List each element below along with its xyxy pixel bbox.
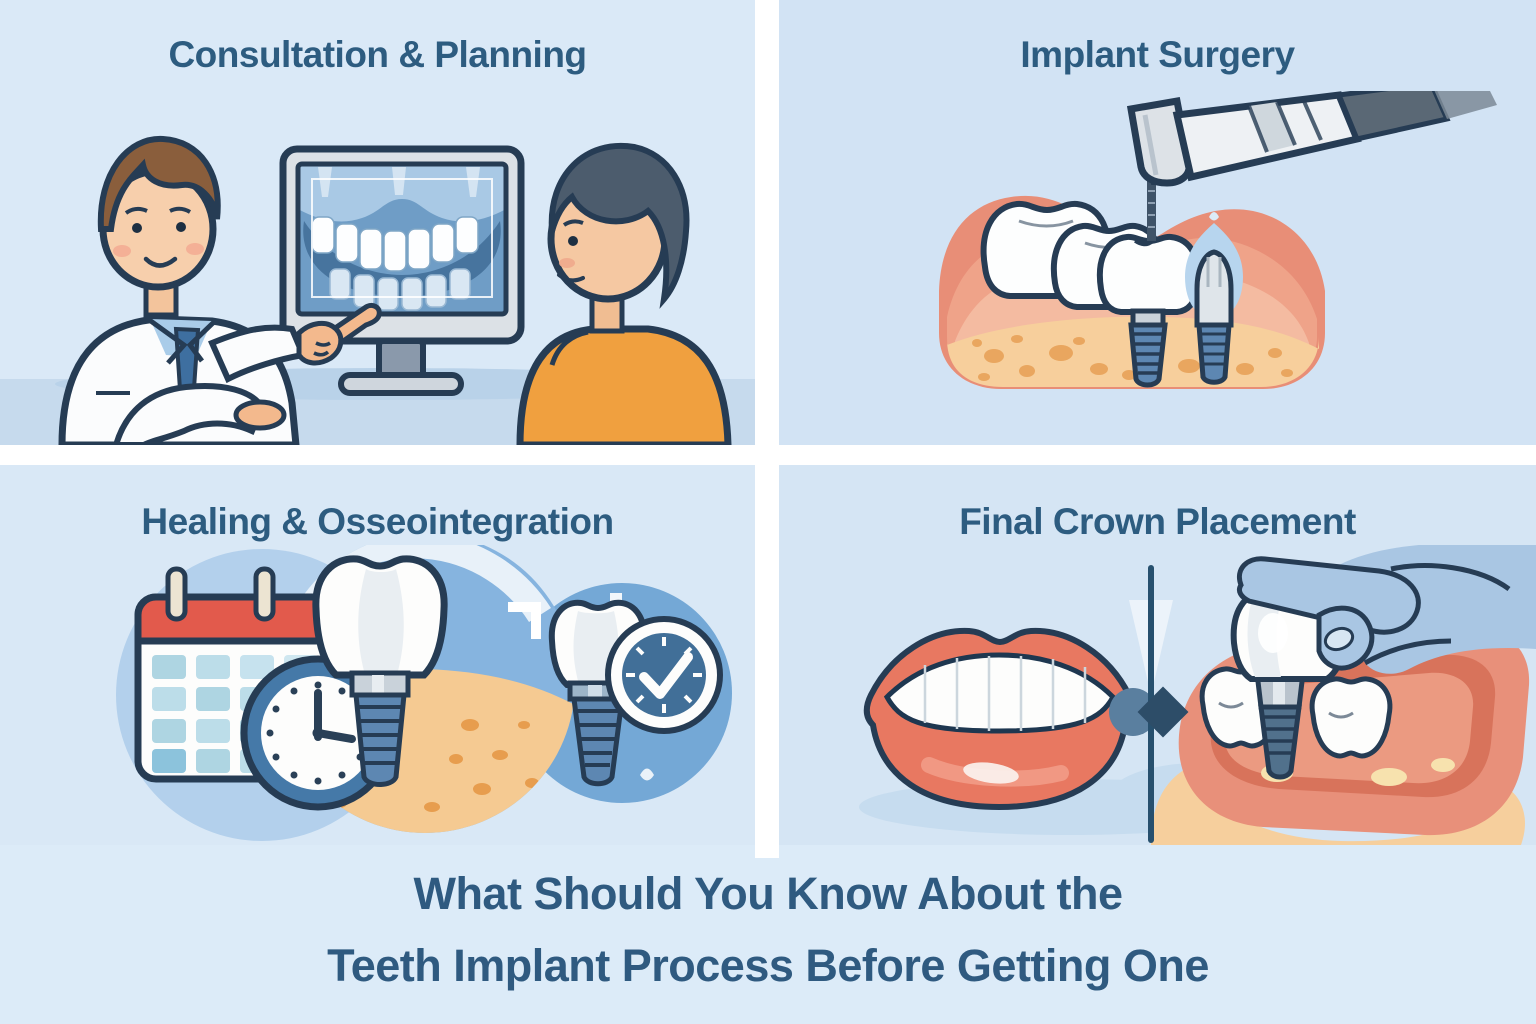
check-icon (639, 652, 693, 699)
gloved-hand-icon (1236, 545, 1536, 674)
caption-line-2: Teeth Implant Process Before Getting One (327, 940, 1209, 991)
transition-diamond-icon (1137, 686, 1189, 738)
panel-title: Final Crown Placement (959, 501, 1356, 542)
implant-crown-icon (1096, 233, 1202, 388)
panel-healing-osseointegration: Healing & Osseointegration (0, 465, 755, 845)
transition-divider (1109, 565, 1189, 843)
bone-texture (972, 335, 1293, 381)
molar-tooth (1309, 676, 1393, 759)
crown-placement-illustration (859, 545, 1536, 845)
doctor-figure (58, 135, 382, 445)
panel-title: Implant Surgery (1020, 34, 1295, 75)
panel-divider-vertical (755, 0, 779, 858)
infographic-caption: What Should You Know About the Teeth Imp… (0, 858, 1536, 1002)
implant-surgery-illustration (939, 91, 1497, 389)
panel-implant-surgery: Implant Surgery (779, 0, 1536, 445)
panel-title: Consultation & Planning (168, 34, 587, 75)
dental-drill-icon (1126, 91, 1497, 241)
healing-illustration (116, 545, 732, 841)
check-clock-icon (605, 616, 723, 734)
healing-implant-icon (1185, 212, 1243, 385)
xray-teeth-icon (298, 164, 506, 311)
smile-icon (863, 627, 1136, 811)
tooth-implant-icon (312, 555, 448, 787)
monitor-icon (279, 145, 525, 396)
panel-title: Healing & Osseointegration (141, 501, 614, 542)
monitor-base (338, 372, 464, 396)
panel-consultation-planning: Consultation & Planning (0, 0, 755, 445)
consultation-illustration (0, 135, 755, 445)
panel-final-crown-placement: Final Crown Placement (779, 465, 1536, 845)
caption-line-1: What Should You Know About the (413, 868, 1123, 919)
patient-figure (516, 142, 732, 445)
